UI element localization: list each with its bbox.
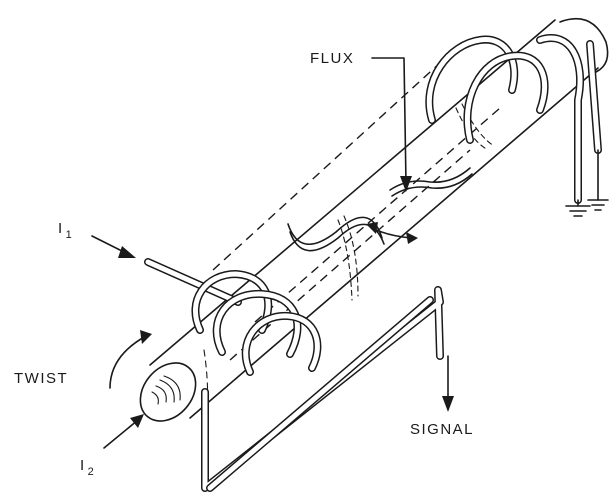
twist-label: TWIST	[14, 370, 68, 387]
flux-envelope	[212, 51, 501, 361]
signal-lead	[201, 286, 444, 492]
flux-double-arrow	[366, 222, 418, 244]
flux-label: FLUX	[310, 50, 354, 67]
twist-wave	[287, 103, 495, 301]
input-coil	[144, 258, 322, 421]
twist-arrow	[109, 330, 152, 389]
ground-symbols	[565, 149, 609, 217]
signal-arrow	[442, 355, 454, 412]
signal-label: SIGNAL	[410, 421, 474, 438]
rod-end-face	[139, 362, 197, 422]
i1-arrow	[91, 235, 136, 258]
output-coil	[425, 34, 602, 204]
flux-pointer	[371, 57, 412, 192]
i2-arrow	[103, 414, 144, 449]
